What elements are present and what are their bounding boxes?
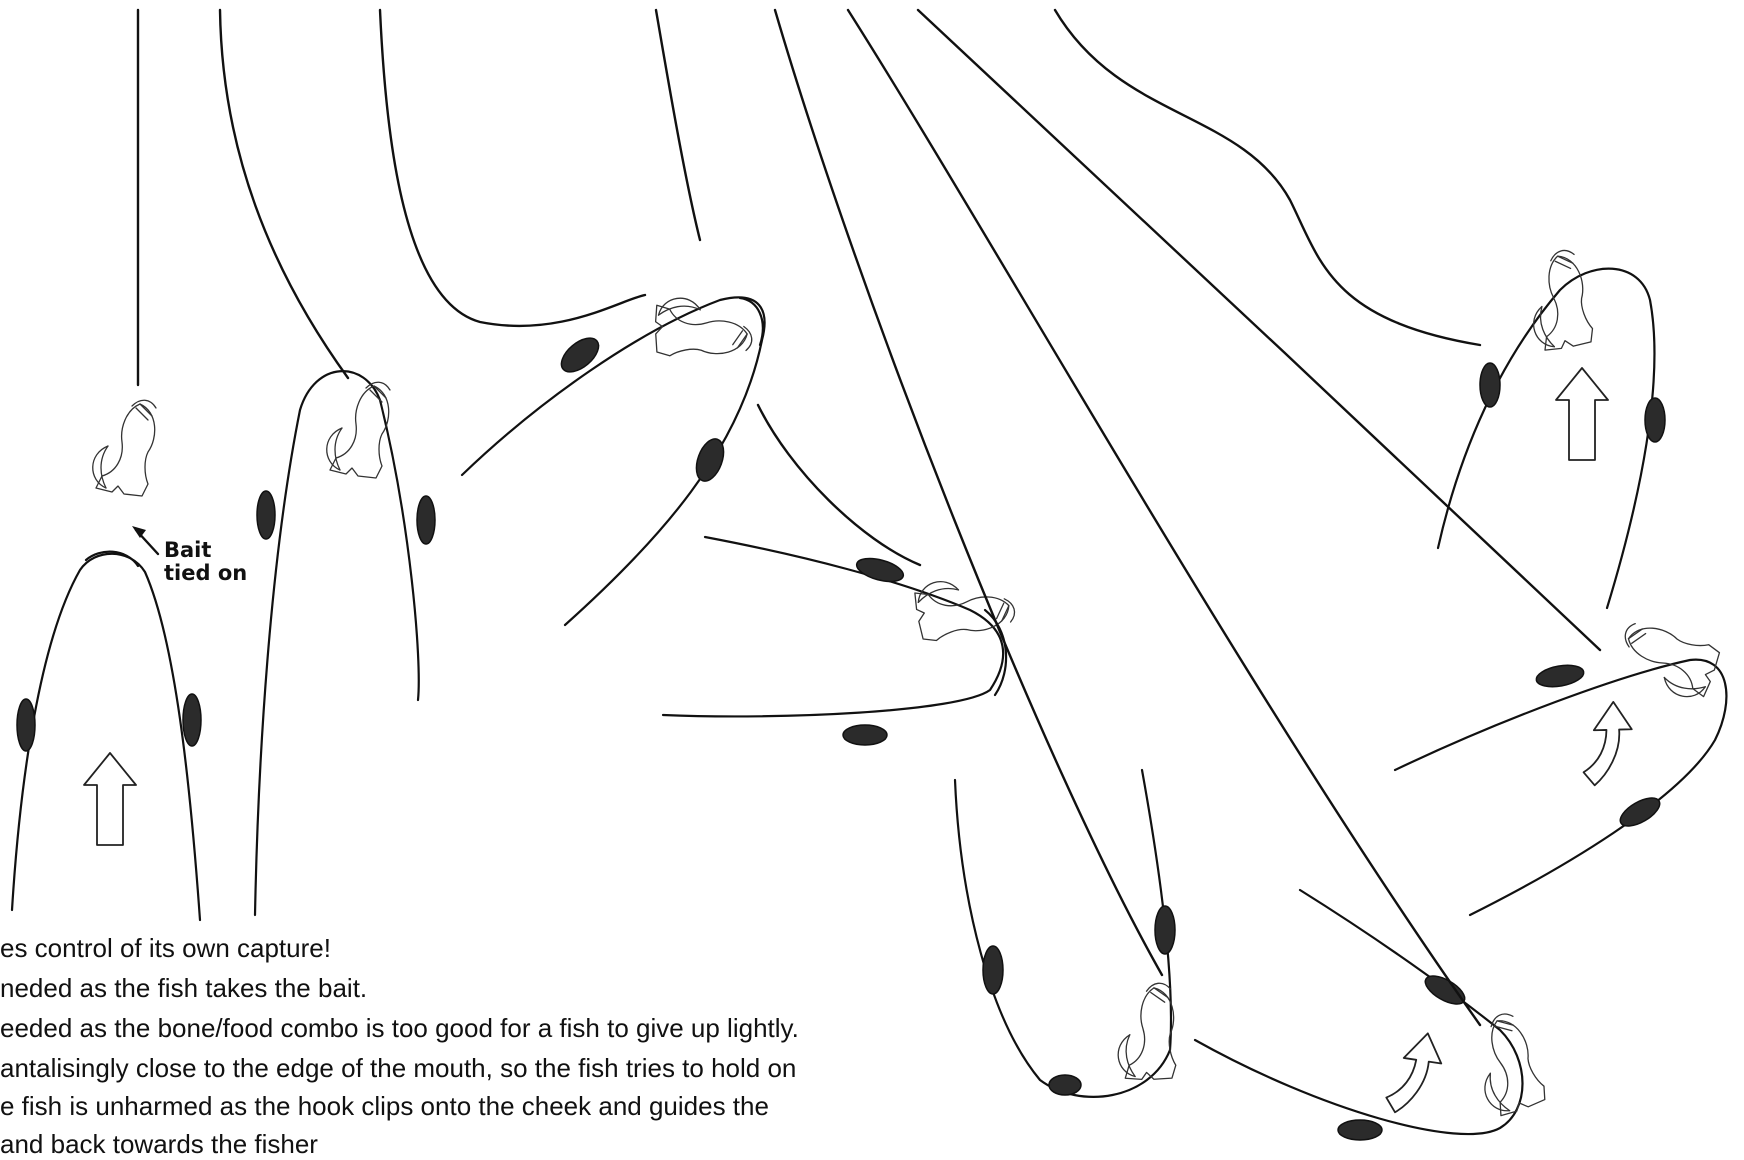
caption-line: neded as the fish takes the bait. (0, 973, 367, 1003)
fish-head-8 (1438, 269, 1665, 608)
curved-arrow-icon (1377, 1032, 1449, 1113)
curved-arrow-icon (1564, 699, 1645, 787)
bone-bait-icon (93, 400, 156, 496)
callout-line-2: tied on (164, 561, 247, 585)
caption-line: eeded as the bone/food combo is too good… (0, 1013, 799, 1043)
caption-line: and back towards the fisher (0, 1129, 318, 1159)
bone-bait-icon (1512, 247, 1604, 359)
bait-callout: Bait tied on (132, 526, 247, 585)
fish-head-3 (462, 297, 765, 625)
up-arrow-icon (1556, 368, 1608, 460)
fishing-line-8 (1055, 10, 1480, 345)
callout-line-1: Bait (164, 538, 211, 562)
fishing-line-6 (848, 10, 1480, 1025)
bone-bait-icon (327, 382, 390, 478)
bone-bait-icon (1107, 981, 1186, 1086)
caption-line: antalisingly close to the edge of the mo… (0, 1053, 796, 1083)
fishing-line-7 (918, 10, 1600, 650)
fishing-line-4 (758, 405, 920, 565)
fishing-line-3 (380, 10, 645, 326)
caption-line: es control of its own capture! (0, 933, 331, 963)
fish-head-1 (12, 552, 201, 920)
fish-head-7 (1395, 660, 1726, 915)
fishing-line-3b (656, 10, 700, 240)
fish-head-5 (955, 770, 1175, 1097)
fish-head-4 (663, 537, 1006, 745)
bone-bait-icon (1454, 1010, 1557, 1125)
up-arrow-icon (84, 753, 136, 845)
fishing-line-5 (775, 10, 1162, 975)
fish-head-2 (255, 371, 435, 915)
fishing-line-2 (220, 10, 348, 378)
caption-line: e fish is unharmed as the hook clips ont… (0, 1091, 769, 1121)
